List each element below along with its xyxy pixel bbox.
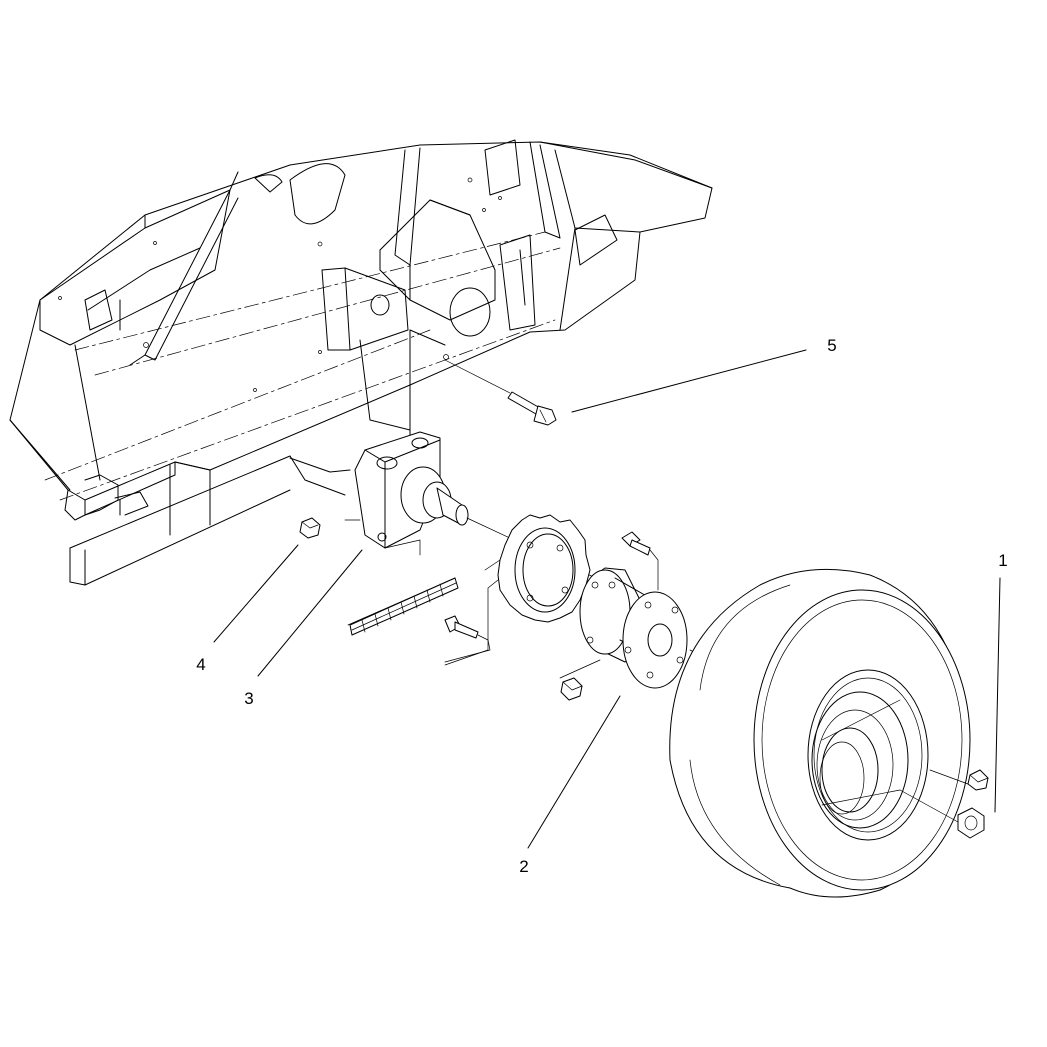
callout-labels: 1 2 3 4 5	[196, 336, 1007, 876]
callout-2: 2	[519, 857, 528, 876]
sprocket	[444, 514, 591, 666]
leader-line-3	[257, 549, 363, 677]
leader-lines	[213, 349, 1001, 849]
leader-line-2	[527, 695, 621, 849]
sprocket-bolt	[444, 615, 491, 663]
leader-line-4	[213, 544, 299, 643]
callout-5: 5	[827, 336, 836, 355]
callout-1: 1	[998, 551, 1007, 570]
spindle-housing	[344, 431, 601, 581]
wheel-nuts	[899, 769, 989, 839]
nut-small	[299, 517, 321, 539]
hub-stud	[621, 531, 659, 591]
wheel-hub	[559, 567, 931, 771]
wheel-tire	[669, 568, 971, 898]
leader-line-1	[994, 577, 1001, 813]
callout-4: 4	[196, 655, 205, 674]
callout-3: 3	[244, 689, 253, 708]
mounting-bolt	[444, 359, 557, 426]
leader-line-5	[571, 349, 807, 413]
drive-chain	[347, 577, 459, 636]
hub-lug-nut	[560, 677, 583, 701]
frame-assembly	[9, 139, 713, 586]
